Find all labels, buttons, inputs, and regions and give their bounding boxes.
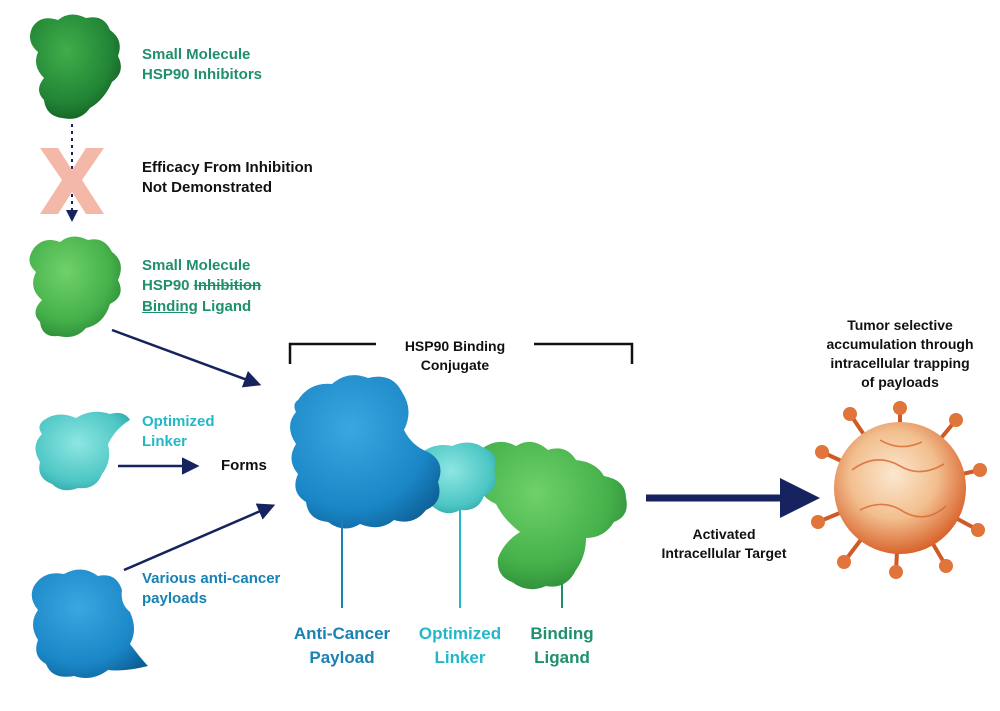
payloads-label-line2: payloads	[142, 590, 208, 608]
target-arrow-label-line1: Activated	[692, 526, 756, 542]
part-label-ligand: Binding Ligand	[512, 622, 612, 670]
inhibitor-molecule-icon	[30, 14, 121, 119]
target-caption-line1: Tumor selective	[847, 317, 953, 333]
conjugate-ligand-blob-icon	[475, 441, 627, 590]
target-caption-line4: of payloads	[861, 373, 939, 390]
target-caption: Tumor selective accumulation through int…	[810, 316, 990, 392]
part-label-linker: Optimized Linker	[402, 622, 518, 670]
part-label-ligand-line2: Ligand	[534, 647, 590, 667]
part-label-ligand-line1: Binding	[530, 624, 594, 643]
payload-to-conjugate-arrow	[123, 503, 276, 572]
payloads-label-line1: Various anti-cancer	[142, 570, 281, 587]
ligand-label-suffix: Ligand	[197, 297, 252, 315]
linker-label-line2: Linker	[142, 433, 188, 451]
payloads-label: Various anti-cancer payloads	[142, 569, 280, 610]
conjugate-title: HSP90 Binding Conjugate	[376, 337, 534, 375]
ligand-label-strikethrough: Inhibition	[193, 277, 262, 295]
payload-molecule-icon	[31, 569, 148, 678]
part-label-payload-line1: Anti-Cancer	[293, 624, 391, 643]
linker-label: Optimized Linker	[142, 412, 215, 453]
tumor-cell-virus-icon	[811, 401, 987, 579]
ligand-label-prefix: HSP90	[142, 277, 194, 295]
conjugate-bracket	[288, 342, 634, 364]
conjugate-title-line2: Conjugate	[420, 356, 490, 373]
ligand-label-line3: Binding Ligand	[142, 297, 261, 317]
inhibitors-label: Small Molecule HSP90 Inhibitors	[142, 45, 262, 86]
linker-label-line1: Optimized	[142, 413, 215, 430]
x-mark-icon	[40, 148, 104, 214]
ligand-molecule-icon	[29, 236, 121, 337]
efficacy-label-line1: Efficacy From Inhibition	[142, 159, 313, 176]
efficacy-label: Efficacy From Inhibition Not Demonstrate…	[142, 158, 313, 199]
inhibitors-label-line2: HSP90 Inhibitors	[142, 66, 263, 84]
ligand-label-line1: Small Molecule	[142, 257, 251, 274]
efficacy-label-line2: Not Demonstrated	[142, 179, 273, 197]
target-arrowhead-icon	[780, 478, 820, 518]
conjugate-payload-blob-icon	[290, 375, 441, 529]
part-label-linker-line1: Optimized	[418, 624, 502, 643]
ligand-label-line2: HSP90 Inhibition	[142, 276, 261, 296]
target-arrow-label: Activated Intracellular Target	[636, 525, 812, 563]
part-label-payload: Anti-Cancer Payload	[272, 622, 412, 670]
ligand-label: Small Molecule HSP90 Inhibition Binding …	[142, 256, 261, 317]
conjugate-title-line1: HSP90 Binding	[404, 338, 506, 354]
target-caption-line3: intracellular trapping	[830, 354, 970, 371]
inhibitors-label-line1: Small Molecule	[142, 46, 251, 63]
part-label-linker-line2: Linker	[434, 647, 486, 667]
linker-molecule-icon	[35, 411, 130, 491]
dotted-arrowhead-icon	[66, 210, 78, 222]
forms-label: Forms	[221, 457, 267, 474]
target-caption-line2: accumulation through	[826, 335, 974, 352]
target-arrow-label-line2: Intracellular Target	[661, 544, 787, 561]
ligand-to-conjugate-arrow	[111, 328, 262, 388]
ligand-label-underlined: Binding	[142, 297, 198, 315]
part-label-payload-line2: Payload	[309, 647, 375, 667]
